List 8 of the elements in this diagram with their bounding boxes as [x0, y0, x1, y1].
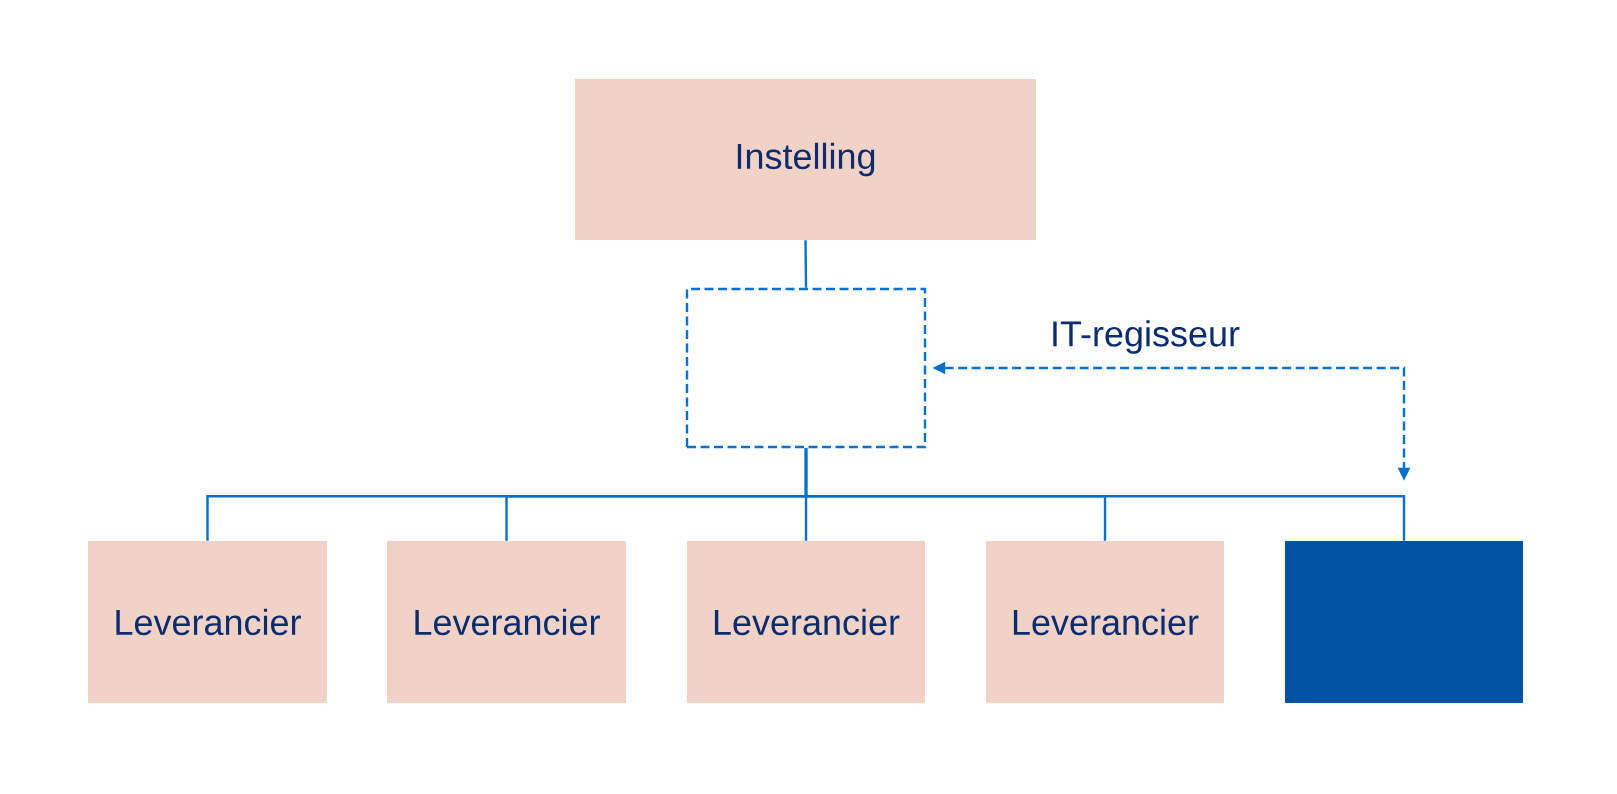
process-box: Leverancier — [687, 541, 925, 703]
process-box: Leverancier — [986, 541, 1224, 703]
filled-box — [1285, 541, 1523, 703]
process-box: Leverancier — [387, 541, 626, 703]
process-box: Leverancier — [88, 541, 327, 703]
process-box: Instelling — [575, 79, 1036, 240]
dashed-box — [685, 287, 927, 449]
edge-label: IT-regisseur — [1048, 318, 1243, 356]
